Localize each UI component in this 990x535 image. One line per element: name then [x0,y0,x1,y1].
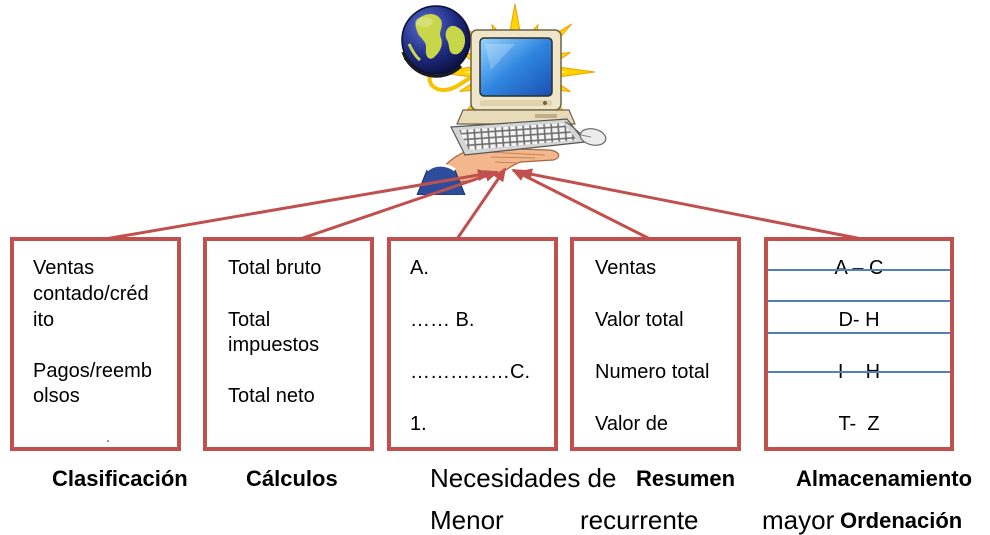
divider-line [768,371,950,373]
caption-ordenacion: Ordenación [840,508,963,533]
box-clasificacion: Ventas contado/créd ito Pagos/reemb olso… [10,237,181,451]
box-text-line: impuestos [228,334,320,356]
box-text-line: ito [33,309,55,331]
divider-line [768,332,950,334]
box-text-line: Ventas [33,257,95,279]
caption-recurrente: recurrente [580,505,699,535]
monitor-icon [456,29,576,125]
box-text-line: 1. [410,413,427,435]
box-text-line: olsos [33,385,80,407]
caption-menor: Menor [430,505,504,535]
box-text-line: Valor total [595,309,684,331]
box-calculos: Total bruto Total impuestos Total neto [203,237,374,451]
stray-mark [107,440,109,442]
caption-clasificacion: Clasificación [52,466,188,491]
caption-almacenamiento: Almacenamiento [796,466,973,491]
box-text-line: Valor de [595,413,669,435]
caption-calculos: Cálculos [246,466,338,491]
caption-mayor: mayor [762,505,835,535]
box-text-line: Pagos/reemb [33,360,152,382]
box-ordenacion: A – C D- H I H T- Z [764,237,954,451]
box-text-line: Total [228,309,271,331]
box-text-line: A. [410,257,429,279]
box-text-line: Numero total [595,361,710,383]
caption-resumen: Resumen [636,466,736,491]
box-text-line: Ventas [595,257,657,279]
box-text-line: Total neto [228,385,315,407]
box-text-line: ……………C. [410,361,530,383]
box-resumen: Ventas Valor total Numero total Valor de [570,237,741,451]
computer-clipart [401,3,607,195]
box-text-line: T- Z [838,413,880,435]
box-text-line: D- H [838,309,880,331]
divider-line [768,300,950,302]
box-text-line: A – C [834,257,884,279]
globe-icon [401,5,471,78]
mouse-icon [564,121,607,146]
box-text-line: Total bruto [228,257,322,279]
divider-line [768,269,950,271]
box-text-line: contado/créd [33,283,149,305]
keyboard-icon [450,118,587,156]
box-text-line: …… B. [410,309,475,331]
caption-necesidades-de: Necesidades de [430,463,617,493]
box-necesidades: A. …… B. ……………C. 1. [387,237,558,451]
